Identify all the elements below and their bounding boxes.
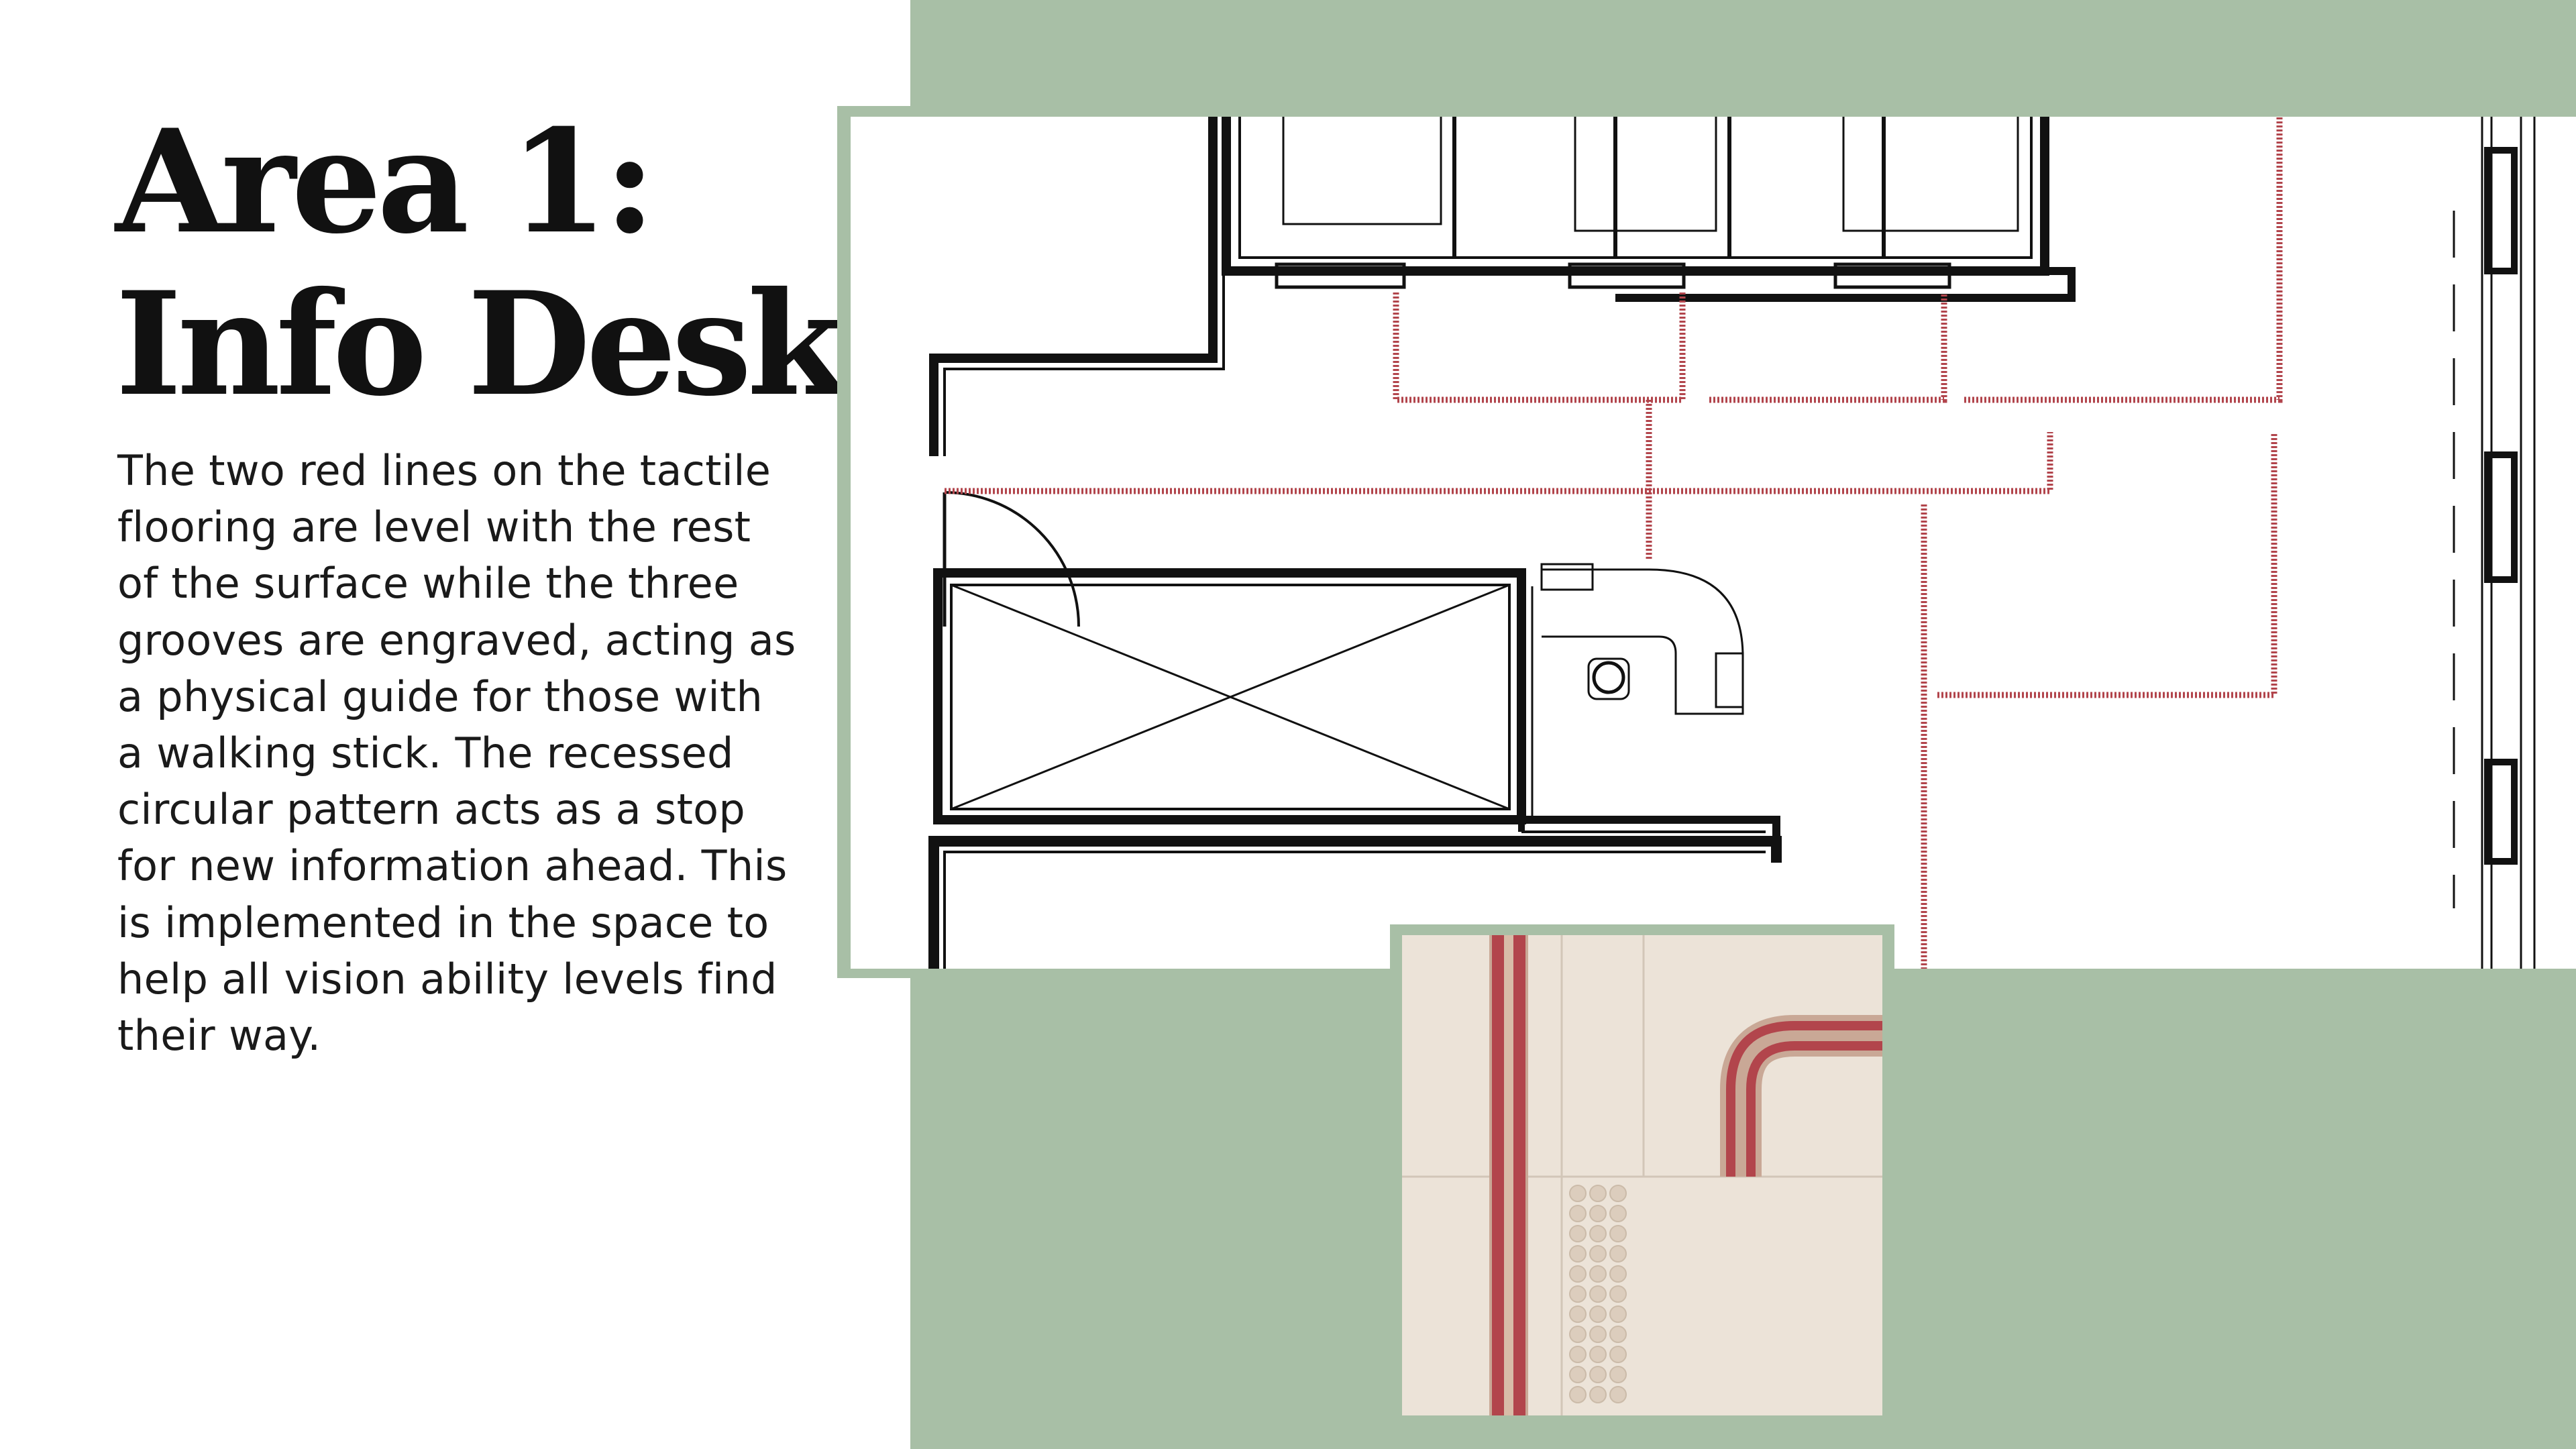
tactile-tile-svg	[1402, 935, 1882, 1415]
slide-title: Area 1: Info Desk	[115, 101, 887, 425]
title-line-2: Info Desk	[115, 260, 846, 427]
tactile-tile-render	[1402, 935, 1882, 1415]
description-text: The two red lines on the tactile floorin…	[117, 446, 796, 1061]
floor-plan-drawing	[851, 117, 2576, 969]
floor-plan-svg	[928, 117, 2536, 969]
title-line-1: Area 1:	[115, 98, 656, 265]
